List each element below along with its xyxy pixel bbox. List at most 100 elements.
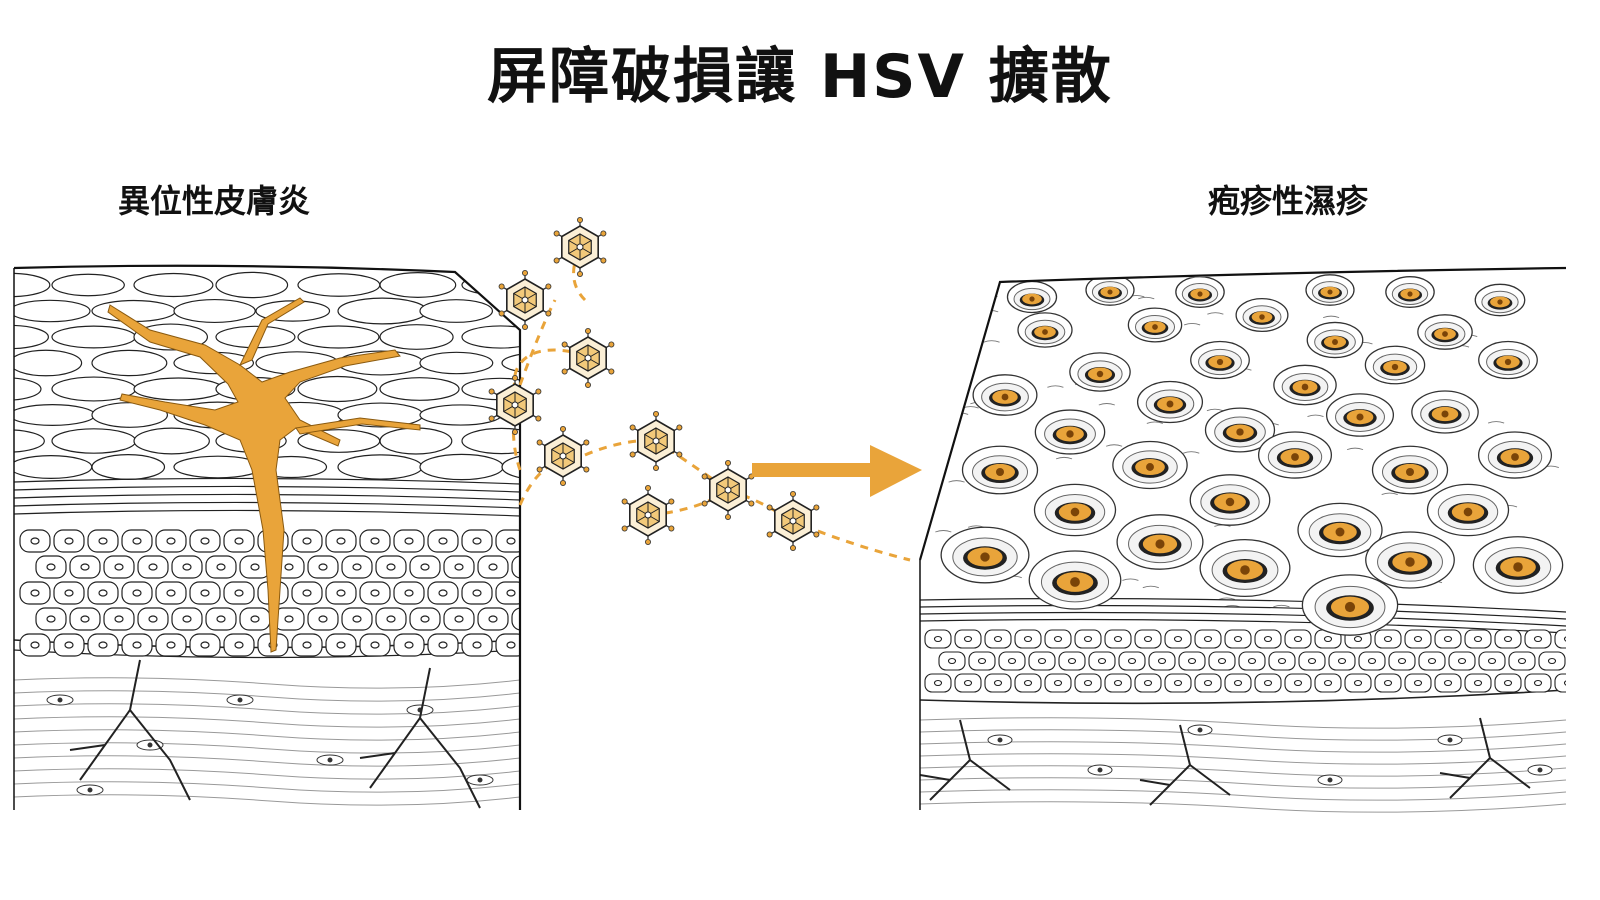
cell [393, 581, 425, 605]
cell [325, 581, 357, 605]
vesicle-lesion [1411, 390, 1479, 434]
vesicle-lesion [1297, 502, 1383, 558]
skin-plate [419, 404, 502, 426]
cell [171, 555, 203, 579]
vesicle-lesion [1204, 407, 1276, 453]
cell [1088, 651, 1116, 671]
skin-plate [379, 377, 460, 401]
cell [307, 555, 339, 579]
virus-group [488, 216, 820, 552]
cell [375, 555, 407, 579]
cell [938, 651, 966, 671]
skin-plate [14, 349, 83, 377]
cell [1494, 673, 1522, 693]
atopic-dermatitis-label: 異位性皮膚炎 [118, 182, 311, 220]
cell [1554, 673, 1566, 693]
vesicle-lesion [1033, 483, 1117, 537]
cell [223, 633, 255, 657]
vesicle-lesion [1190, 340, 1250, 380]
cell [1044, 629, 1072, 649]
skin-plate [379, 324, 454, 350]
skin-plate [297, 325, 380, 349]
left-skin-block [14, 268, 520, 820]
cell [1464, 673, 1492, 693]
cell [1404, 673, 1432, 693]
cell [291, 581, 323, 605]
right-block-outline [918, 266, 1567, 561]
cell [1268, 651, 1296, 671]
cell [155, 581, 187, 605]
cell [171, 607, 203, 631]
cell [1028, 651, 1056, 671]
skin-crack [107, 297, 421, 653]
cell [511, 555, 520, 579]
cell [1418, 651, 1446, 671]
cell [1178, 651, 1206, 671]
virus-icon [629, 410, 683, 471]
cell [1194, 673, 1222, 693]
cell [1224, 629, 1252, 649]
vesicle-lesion [1175, 276, 1225, 308]
skin-plate [297, 375, 378, 403]
cell [53, 581, 85, 605]
cell [69, 607, 101, 631]
cell [341, 607, 373, 631]
cell [1374, 673, 1402, 693]
virus-icon [536, 425, 590, 486]
vesicle-lesion [1028, 550, 1122, 610]
cell [477, 607, 509, 631]
skin-plate [91, 299, 177, 323]
cell [443, 555, 475, 579]
dermis-layer [920, 717, 1566, 813]
vesicle-lesion [961, 445, 1039, 495]
skin-plate [337, 297, 428, 325]
cell [53, 633, 85, 657]
skin-plate [461, 325, 520, 349]
skin-plate [91, 454, 166, 480]
cell [1284, 629, 1312, 649]
cell [1434, 673, 1462, 693]
skin-plate [133, 272, 214, 298]
cell [461, 581, 493, 605]
cell [443, 607, 475, 631]
virus-icon [488, 374, 542, 435]
cell [1238, 651, 1266, 671]
virus-icon [561, 327, 615, 388]
cell [87, 633, 119, 657]
vesicle-lesion [1257, 431, 1333, 479]
cell [359, 581, 391, 605]
cell [1314, 673, 1342, 693]
cell [924, 629, 952, 649]
dermis-layer [14, 659, 520, 809]
vesicle-lesion [1325, 393, 1395, 437]
skin-plate [51, 325, 137, 349]
cell [495, 529, 520, 553]
skin-plate [419, 299, 494, 323]
cell [1448, 651, 1476, 671]
cell [1074, 673, 1102, 693]
vesicle-lesion [1301, 574, 1399, 636]
skin-plate [51, 273, 125, 297]
cell [205, 607, 237, 631]
epidermis-layers [920, 597, 1566, 705]
cell [998, 651, 1026, 671]
cell [409, 555, 441, 579]
vesicle-lesion [1127, 307, 1183, 343]
skin-plate [14, 429, 45, 453]
cell [1134, 629, 1162, 649]
cell [461, 529, 493, 553]
cell [103, 607, 135, 631]
vesicle-lesion [972, 374, 1038, 416]
cell [189, 529, 221, 553]
cell [359, 529, 391, 553]
cell [1164, 673, 1192, 693]
cell [1104, 629, 1132, 649]
cell [1254, 673, 1282, 693]
cell [1328, 651, 1356, 671]
skin-plate [91, 349, 168, 377]
cell [1118, 651, 1146, 671]
cell [427, 581, 459, 605]
cell [954, 629, 982, 649]
skin-plate [215, 271, 289, 299]
skin-plate [501, 453, 520, 481]
